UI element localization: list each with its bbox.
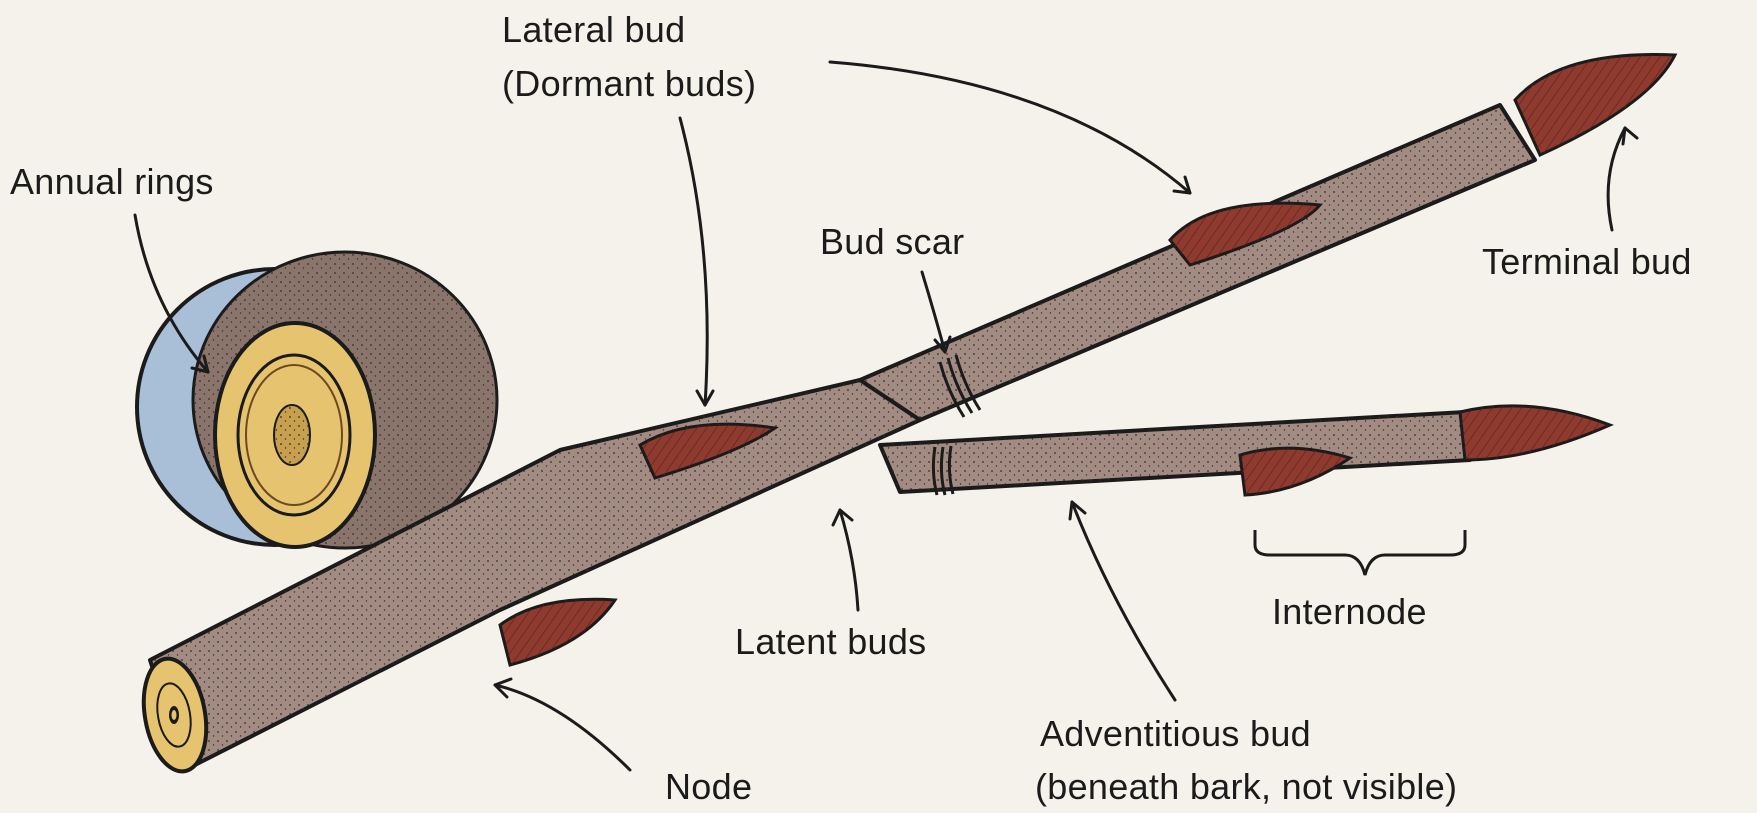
adventitious-bud-label-line2: (beneath bark, not visible)	[1035, 765, 1457, 808]
node-bud	[500, 599, 615, 665]
latent-buds-arrow	[840, 510, 858, 610]
cross-section-inset	[137, 252, 497, 548]
internode-label: Internode	[1272, 590, 1427, 633]
lateral-bud-arrow-1	[680, 118, 707, 405]
lateral-bud-label-line1: Lateral bud	[502, 8, 685, 51]
terminal-bud-label: Terminal bud	[1482, 240, 1692, 283]
terminal-bud-lower	[1460, 406, 1610, 460]
annual-rings-label: Annual rings	[10, 160, 214, 203]
bud-scar-label: Bud scar	[820, 220, 964, 263]
internode-bracket	[1255, 530, 1465, 575]
adventitious-bud-label-line1: Adventitious bud	[1040, 712, 1311, 755]
node-label: Node	[665, 765, 752, 808]
lower-branch	[880, 412, 1470, 492]
node-arrow	[495, 685, 630, 770]
terminal-bud-upper	[1515, 55, 1675, 155]
lateral-bud-lower	[1240, 448, 1350, 495]
lateral-bud-label-line2: (Dormant buds)	[502, 62, 756, 105]
adventitious-bud-arrow	[1072, 502, 1175, 700]
lateral-bud-arrow-2	[830, 62, 1190, 193]
latent-buds-label: Latent buds	[735, 620, 926, 663]
